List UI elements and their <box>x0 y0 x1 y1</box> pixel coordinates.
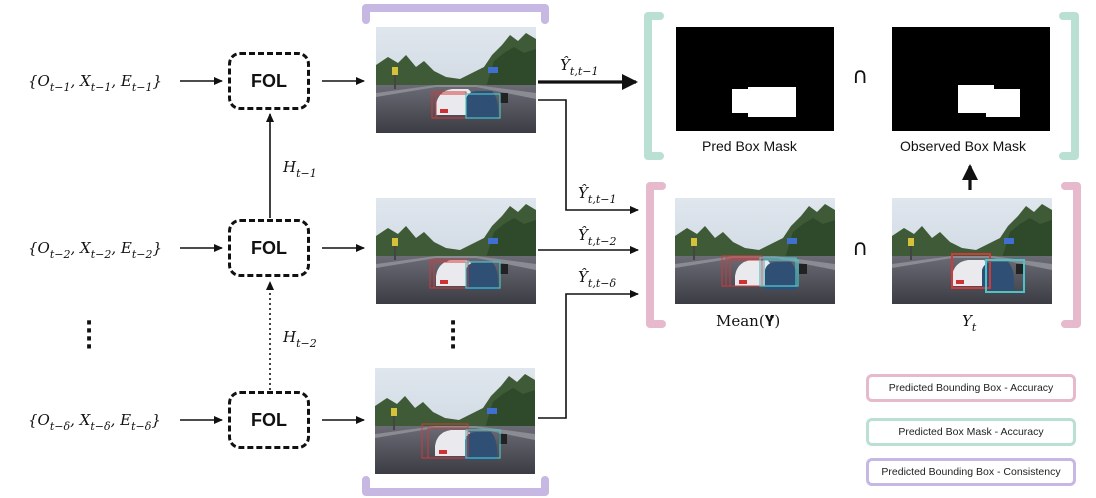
legend-item-bbox-accuracy: Predicted Bounding Box - Accuracy <box>866 374 1076 402</box>
fol-box-t-1: FOL <box>228 52 310 110</box>
prediction-label-t-delta: Ŷt,t−δ <box>578 268 617 290</box>
input-label-t-delta: {Ot−δ, Xt−δ, Et−δ} <box>28 411 161 433</box>
pred-box-mask-caption: Pred Box Mask <box>702 138 797 154</box>
mean-image <box>675 198 835 304</box>
legend-item-bbox-consistency: Predicted Bounding Box - Consistency <box>866 458 1076 486</box>
fol-box-t-delta: FOL <box>228 391 310 449</box>
prediction-label-t-2: Ŷt,t−2 <box>578 226 617 248</box>
pred-box-mask <box>676 27 834 131</box>
intersection-symbol-bottom: ∩ <box>852 236 869 261</box>
frame-image-t-delta <box>375 368 535 474</box>
hidden-state-t-1: Ht−1 <box>283 158 317 180</box>
prediction-label-t-1: Ŷt,t−1 <box>578 184 617 206</box>
mean-caption: Mean(𝐘̂) <box>716 312 781 330</box>
hidden-state-t-2: Ht−2 <box>283 328 317 350</box>
intersection-symbol-top: ∩ <box>852 64 869 89</box>
frame-image-t-1 <box>376 27 536 133</box>
input-label-t-1: {Ot−1, Xt−1, Et−1} <box>28 72 163 94</box>
observed-box-mask-caption: Observed Box Mask <box>900 138 1027 154</box>
fol-box-t-2: FOL <box>228 219 310 277</box>
vertical-dots-middle: ···· <box>448 311 458 360</box>
observed-box-mask <box>892 27 1050 131</box>
y-t-caption: Yt <box>962 312 977 334</box>
vertical-dots-left: ···· <box>84 311 94 360</box>
frame-image-t-2 <box>376 198 536 304</box>
input-label-t-2: {Ot−2, Xt−2, Et−2} <box>28 239 163 261</box>
prediction-label-top: Ŷt,t−1 <box>560 56 599 78</box>
legend-item-mask-accuracy: Predicted Box Mask - Accuracy <box>866 418 1076 446</box>
observed-image <box>892 198 1052 304</box>
